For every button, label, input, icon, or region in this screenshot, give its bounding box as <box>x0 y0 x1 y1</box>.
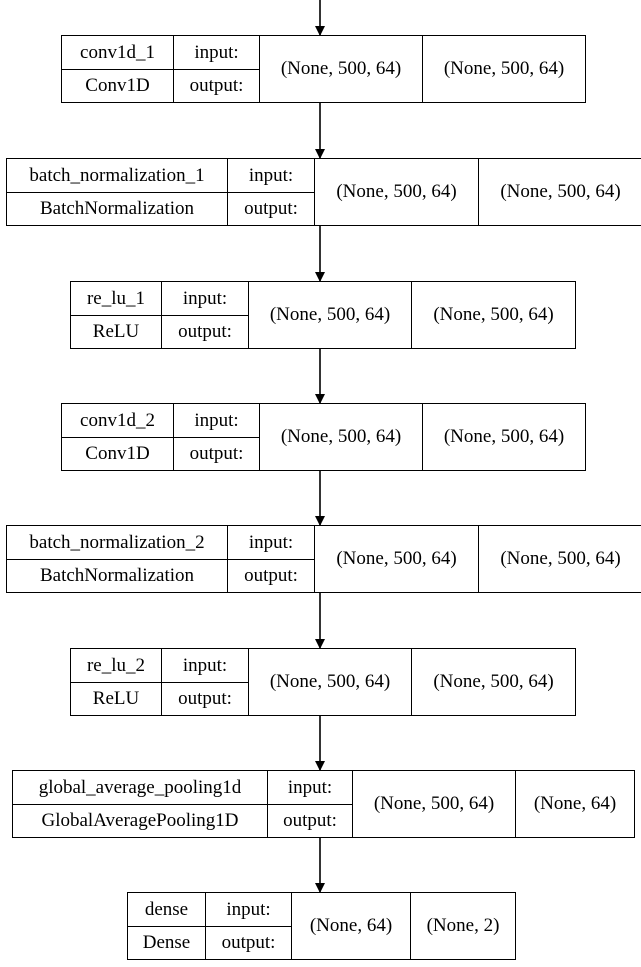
output-label: output: <box>268 803 352 838</box>
output-shape: (None, 500, 64) <box>433 304 554 325</box>
input-label: input: <box>248 531 294 553</box>
input-label: input: <box>182 654 228 676</box>
output-label: output: <box>228 191 314 226</box>
input-label: input: <box>182 287 228 309</box>
layer-name: conv1d_1 <box>80 41 155 63</box>
io-label-column: input: output: <box>228 526 315 592</box>
output-shape: (None, 500, 64) <box>500 181 621 202</box>
layer-type: ReLU <box>71 314 161 349</box>
io-label-column: input: output: <box>268 771 353 837</box>
output-label: output: <box>174 436 259 471</box>
input-shape: (None, 500, 64) <box>353 771 516 837</box>
input-label: input: <box>287 776 333 798</box>
input-shape: (None, 500, 64) <box>315 159 479 225</box>
input-shape: (None, 500, 64) <box>249 282 412 348</box>
io-label-column: input: output: <box>162 649 249 715</box>
input-label: input: <box>226 898 271 920</box>
layer-name: conv1d_2 <box>80 409 155 431</box>
input-shape: (None, 500, 64) <box>249 649 412 715</box>
layer-name: dense <box>144 898 189 920</box>
io-label-column: input: output: <box>206 893 292 959</box>
output-shape: (None, 500, 64) <box>443 58 565 79</box>
io-label-column: input: output: <box>174 404 260 470</box>
output-label: output: <box>228 558 314 593</box>
input-label: input: <box>194 41 239 63</box>
layer-name: batch_normalization_1 <box>29 164 205 186</box>
layer-type: ReLU <box>71 681 161 716</box>
output-shape: (None, 64) <box>533 793 617 814</box>
input-shape: (None, 500, 64) <box>260 404 423 470</box>
output-shape: (None, 500, 64) <box>443 426 565 447</box>
layer-type: BatchNormalization <box>7 558 227 593</box>
layer-type: Conv1D <box>62 68 173 103</box>
layer-type: GlobalAveragePooling1D <box>13 803 267 838</box>
output-shape: (None, 2) <box>426 915 500 936</box>
output-label: output: <box>162 314 248 349</box>
output-shape: (None, 500, 64) <box>500 548 621 569</box>
layer-type: BatchNormalization <box>7 191 227 226</box>
input-label: input: <box>194 409 239 431</box>
layer-type: Conv1D <box>62 436 173 471</box>
input-shape: (None, 500, 64) <box>315 526 479 592</box>
input-label: input: <box>248 164 294 186</box>
layer-type: Dense <box>128 925 205 960</box>
layer-name: global_average_pooling1d <box>38 776 242 798</box>
output-shape: (None, 500, 64) <box>433 671 554 692</box>
input-shape: (None, 500, 64) <box>260 36 423 102</box>
io-label-column: input: output: <box>174 36 260 102</box>
io-label-column: input: output: <box>228 159 315 225</box>
layer-name: re_lu_2 <box>86 654 146 676</box>
output-label: output: <box>162 681 248 716</box>
output-label: output: <box>174 68 259 103</box>
output-label: output: <box>206 925 291 960</box>
layer-name: re_lu_1 <box>86 287 146 309</box>
io-label-column: input: output: <box>162 282 249 348</box>
layer-name: batch_normalization_2 <box>29 531 205 553</box>
input-shape: (None, 64) <box>292 893 411 959</box>
